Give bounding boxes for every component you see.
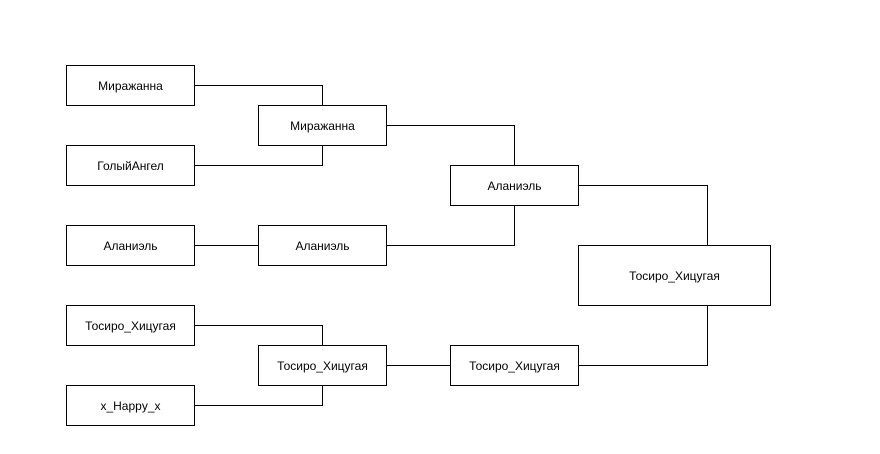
round1-player-box: Миражанна (66, 65, 195, 106)
connector-r3-2 (579, 306, 708, 366)
round2-player-box: Аланиэль (258, 225, 387, 266)
player-name: Аланиэль (295, 238, 350, 253)
connector-r3-1 (579, 185, 708, 245)
round2-player-box: Тосиро_Хицугая (258, 345, 387, 386)
connector-r1-1 (195, 85, 323, 105)
player-name: Аланиэль (103, 238, 158, 253)
round3-player-box: Тосиро_Хицугая (450, 345, 579, 386)
round1-player-box: Тосиро_Хицугая (66, 305, 195, 346)
connector-r1-5 (195, 386, 323, 406)
player-name: Тосиро_Хицугая (469, 358, 560, 373)
player-name: Аланиэль (487, 178, 542, 193)
round1-player-box: Аланиэль (66, 225, 195, 266)
player-name: Тосиро_Хицугая (277, 358, 368, 373)
player-name: Миражанна (290, 118, 355, 133)
round2-player-box: Миражанна (258, 105, 387, 146)
winner-name: Тосиро_Хицугая (629, 268, 720, 283)
connector-r2-1 (387, 125, 515, 165)
player-name: Миражанна (98, 78, 163, 93)
connector-r1-4 (195, 325, 323, 345)
player-name: Тосиро_Хицугая (85, 318, 176, 333)
connector-r2-2 (387, 206, 515, 246)
round1-player-box: ГолыйАнгел (66, 145, 195, 186)
winner-box: Тосиро_Хицугая (578, 245, 771, 306)
round3-player-box: Аланиэль (450, 165, 579, 206)
round1-player-box: x_Happy_x (66, 385, 195, 426)
player-name: ГолыйАнгел (97, 158, 164, 173)
player-name: x_Happy_x (100, 398, 161, 413)
connector-r1-2 (195, 146, 323, 166)
